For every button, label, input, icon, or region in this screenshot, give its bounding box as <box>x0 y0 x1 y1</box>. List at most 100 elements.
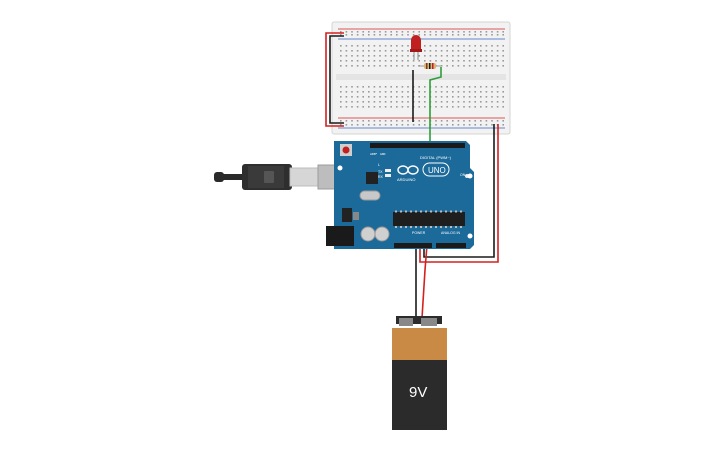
breadboard-hole[interactable] <box>502 50 504 52</box>
breadboard-hole[interactable] <box>390 31 392 33</box>
breadboard-hole[interactable] <box>362 91 364 93</box>
breadboard-hole[interactable] <box>474 50 476 52</box>
breadboard-hole[interactable] <box>468 60 471 62</box>
breadboard-hole[interactable] <box>340 86 342 88</box>
breadboard-hole[interactable] <box>468 45 471 47</box>
breadboard-hole[interactable] <box>468 120 471 122</box>
breadboard-hole[interactable] <box>356 96 359 98</box>
breadboard-hole[interactable] <box>379 31 381 33</box>
breadboard-hole[interactable] <box>373 120 376 122</box>
breadboard-hole[interactable] <box>457 45 460 47</box>
breadboard-hole[interactable] <box>468 106 471 108</box>
breadboard-hole[interactable] <box>463 34 465 36</box>
breadboard-hole[interactable] <box>440 91 443 93</box>
breadboard-hole[interactable] <box>407 60 409 62</box>
breadboard-hole[interactable] <box>474 101 476 103</box>
breadboard-hole[interactable] <box>435 45 437 47</box>
breadboard-hole[interactable] <box>345 96 348 98</box>
breadboard-hole[interactable] <box>379 124 381 126</box>
breadboard-hole[interactable] <box>452 65 454 67</box>
breadboard-hole[interactable] <box>407 120 409 122</box>
breadboard-hole[interactable] <box>446 120 448 122</box>
breadboard-hole[interactable] <box>368 45 370 47</box>
breadboard-hole[interactable] <box>463 124 465 126</box>
breadboard-hole[interactable] <box>412 31 415 33</box>
breadboard-hole[interactable] <box>446 124 448 126</box>
breadboard-hole[interactable] <box>502 91 504 93</box>
breadboard-hole[interactable] <box>390 65 392 67</box>
breadboard-hole[interactable] <box>379 50 381 52</box>
breadboard-hole[interactable] <box>390 50 392 52</box>
breadboard-hole[interactable] <box>474 34 476 36</box>
breadboard-hole[interactable] <box>457 106 460 108</box>
breadboard-hole[interactable] <box>440 124 443 126</box>
breadboard-hole[interactable] <box>368 31 370 33</box>
breadboard-hole[interactable] <box>452 96 454 98</box>
breadboard-hole[interactable] <box>491 31 493 33</box>
breadboard-hole[interactable] <box>452 55 454 57</box>
breadboard-hole[interactable] <box>345 50 348 52</box>
breadboard-hole[interactable] <box>384 50 387 52</box>
breadboard-hole[interactable] <box>468 91 471 93</box>
breadboard-hole[interactable] <box>424 101 426 103</box>
breadboard-hole[interactable] <box>407 65 409 67</box>
breadboard-hole[interactable] <box>373 55 376 57</box>
breadboard-hole[interactable] <box>429 55 432 57</box>
breadboard-hole[interactable] <box>356 45 359 47</box>
breadboard-hole[interactable] <box>368 65 370 67</box>
breadboard-hole[interactable] <box>340 60 342 62</box>
breadboard-hole[interactable] <box>480 65 482 67</box>
breadboard-hole[interactable] <box>446 31 448 33</box>
led[interactable] <box>410 35 422 60</box>
breadboard-hole[interactable] <box>485 101 488 103</box>
breadboard-hole[interactable] <box>384 120 387 122</box>
breadboard-hole[interactable] <box>351 106 353 108</box>
breadboard-hole[interactable] <box>356 120 359 122</box>
breadboard-hole[interactable] <box>373 65 376 67</box>
breadboard-hole[interactable] <box>424 45 426 47</box>
breadboard-hole[interactable] <box>463 86 465 88</box>
breadboard-hole[interactable] <box>407 50 409 52</box>
breadboard-hole[interactable] <box>463 50 465 52</box>
breadboard-hole[interactable] <box>452 45 454 47</box>
usb-cable[interactable] <box>214 164 353 190</box>
breadboard-hole[interactable] <box>368 120 370 122</box>
breadboard-hole[interactable] <box>429 45 432 47</box>
breadboard-hole[interactable] <box>368 86 370 88</box>
breadboard[interactable] <box>331 21 511 135</box>
breadboard-hole[interactable] <box>480 101 482 103</box>
breadboard-hole[interactable] <box>440 86 443 88</box>
breadboard-hole[interactable] <box>340 34 342 36</box>
breadboard-hole[interactable] <box>435 34 437 36</box>
breadboard-hole[interactable] <box>457 101 460 103</box>
breadboard-hole[interactable] <box>418 34 420 36</box>
breadboard-hole[interactable] <box>407 34 409 36</box>
breadboard-hole[interactable] <box>396 96 398 98</box>
breadboard-hole[interactable] <box>468 55 471 57</box>
breadboard-hole[interactable] <box>429 60 432 62</box>
breadboard-hole[interactable] <box>345 91 348 93</box>
breadboard-hole[interactable] <box>407 101 409 103</box>
breadboard-hole[interactable] <box>485 106 488 108</box>
breadboard-hole[interactable] <box>351 86 353 88</box>
breadboard-hole[interactable] <box>362 45 364 47</box>
breadboard-hole[interactable] <box>491 60 493 62</box>
breadboard-hole[interactable] <box>407 86 409 88</box>
breadboard-hole[interactable] <box>340 91 342 93</box>
breadboard-hole[interactable] <box>457 50 460 52</box>
breadboard-hole[interactable] <box>345 120 348 122</box>
breadboard-hole[interactable] <box>379 65 381 67</box>
breadboard-hole[interactable] <box>356 55 359 57</box>
breadboard-hole[interactable] <box>485 86 488 88</box>
breadboard-hole[interactable] <box>390 34 392 36</box>
breadboard-hole[interactable] <box>384 91 387 93</box>
breadboard-hole[interactable] <box>452 106 454 108</box>
breadboard-hole[interactable] <box>463 91 465 93</box>
breadboard-hole[interactable] <box>401 65 404 67</box>
breadboard-hole[interactable] <box>491 106 493 108</box>
breadboard-hole[interactable] <box>407 96 409 98</box>
breadboard-hole[interactable] <box>390 101 392 103</box>
breadboard-hole[interactable] <box>496 91 499 93</box>
breadboard-hole[interactable] <box>362 55 364 57</box>
